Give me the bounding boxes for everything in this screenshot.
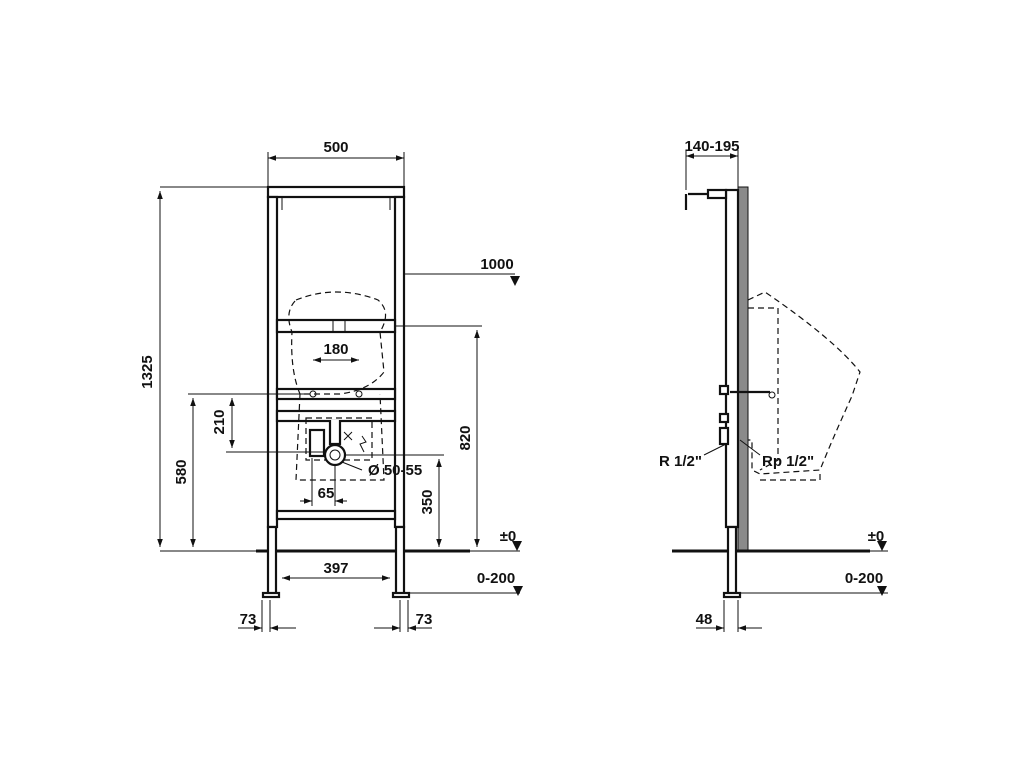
urinal-side-outline [747, 291, 861, 475]
dim-diameter: Ø 50-55 [368, 462, 422, 479]
mount-point-right-icon [355, 390, 363, 398]
dim-right-offset-73: 73 [416, 611, 433, 628]
frame-upper-rail [275, 318, 397, 334]
dim-depth-140-195: 140-195 [684, 138, 739, 155]
side-zero-level: ±0 [868, 528, 885, 545]
frame-lower-rail [275, 409, 397, 423]
drain-fitting [308, 428, 326, 458]
dim-height-210: 210 [211, 409, 228, 434]
dim-spacing-65: 65 [318, 485, 335, 502]
front-zero-level: ±0 [500, 528, 517, 545]
urinal-outline [288, 291, 387, 395]
frame-left-foot [266, 525, 278, 597]
side-foot [726, 525, 738, 597]
dim-spacing-180: 180 [323, 341, 348, 358]
dim-height-820: 820 [457, 425, 474, 450]
dim-foot-offset-48: 48 [696, 611, 713, 628]
frame-right-foot [394, 525, 406, 597]
frame-top-bar [266, 185, 406, 199]
side-view: 140-195 R 1/2" Rp 1/2" ±0 0-200 48 [659, 138, 888, 632]
dim-height-580: 580 [173, 459, 190, 484]
frame-profile [724, 188, 740, 529]
front-view: 500 1325 1000 180 820 210 580 Ø 50-55 [139, 139, 523, 632]
level-1000-label: 1000 [480, 256, 513, 273]
dim-height-350: 350 [419, 489, 436, 514]
dim-feet-397: 397 [323, 560, 348, 577]
frame-left-upright [266, 195, 279, 529]
dim-height-1325: 1325 [139, 355, 156, 388]
front-adjust-range: 0-200 [477, 570, 515, 587]
wall-section [737, 186, 749, 551]
dim-width-500: 500 [323, 139, 348, 156]
thread-rp-label: Rp 1/2" [762, 453, 814, 470]
side-adjust-range: 0-200 [845, 570, 883, 587]
electric-symbol-icon [359, 435, 367, 453]
thread-r-label: R 1/2" [659, 453, 702, 470]
dim-left-offset-73: 73 [240, 611, 257, 628]
frame-bottom-rail [275, 509, 397, 521]
